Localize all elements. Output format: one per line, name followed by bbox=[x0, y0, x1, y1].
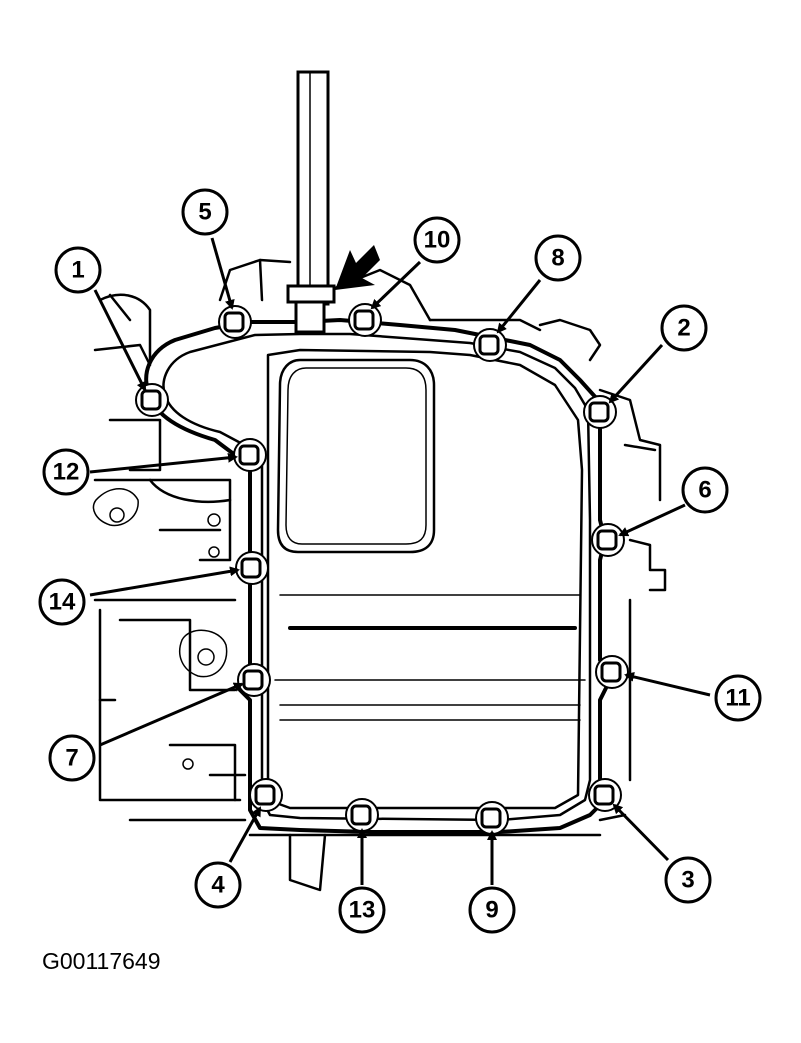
bolt-heads bbox=[135, 303, 629, 835]
leader-6 bbox=[618, 503, 686, 537]
leader-lines bbox=[89, 237, 711, 885]
callout-label: 9 bbox=[485, 897, 498, 924]
callout-12: 12 bbox=[42, 448, 90, 496]
callout-label: 6 bbox=[698, 477, 711, 504]
figure-code: G00117649 bbox=[42, 948, 161, 974]
bolt-7 bbox=[237, 663, 271, 697]
callout-2: 2 bbox=[660, 304, 708, 352]
callout-label: 11 bbox=[725, 685, 750, 712]
pointer-arrow bbox=[335, 245, 380, 290]
callout-label: 1 bbox=[71, 257, 84, 284]
valve-body-pan bbox=[144, 318, 612, 834]
callout-label: 3 bbox=[681, 867, 694, 894]
leader-14 bbox=[89, 566, 240, 597]
callout-label: 7 bbox=[65, 745, 78, 772]
callout-4: 4 bbox=[194, 861, 242, 909]
bolt-2 bbox=[583, 395, 617, 429]
callout-3: 3 bbox=[664, 856, 712, 904]
bolt-6 bbox=[591, 523, 625, 557]
bolt-5 bbox=[218, 305, 252, 339]
leader-4 bbox=[228, 806, 262, 863]
bolt-8 bbox=[473, 328, 507, 362]
bolt-14 bbox=[235, 551, 269, 585]
callout-9: 9 bbox=[468, 886, 516, 934]
callout-6: 6 bbox=[681, 466, 729, 514]
leader-5 bbox=[210, 237, 235, 310]
callout-5: 5 bbox=[181, 188, 229, 236]
bolt-4 bbox=[249, 778, 283, 812]
bolt-13 bbox=[345, 798, 379, 832]
bolt-11 bbox=[595, 655, 629, 689]
leader-7 bbox=[99, 682, 244, 747]
callout-label: 14 bbox=[49, 589, 76, 616]
leader-1 bbox=[93, 289, 147, 392]
bolt-1 bbox=[135, 383, 169, 417]
callout-1: 1 bbox=[54, 246, 102, 294]
callout-label: 8 bbox=[551, 245, 564, 272]
callout-14: 14 bbox=[38, 578, 86, 626]
filler-tube bbox=[286, 70, 336, 334]
bolt-10 bbox=[348, 303, 382, 337]
callout-label: 5 bbox=[198, 199, 211, 226]
transmission-case-outline bbox=[92, 258, 667, 892]
leader-3 bbox=[612, 803, 670, 862]
callout-label: 2 bbox=[677, 315, 690, 342]
callout-label: 13 bbox=[349, 897, 376, 924]
callouts: 1 2 3 4 5 6 7 8 9 10 11 12 13 14 bbox=[38, 188, 762, 934]
leader-11 bbox=[624, 671, 711, 697]
callout-label: 10 bbox=[424, 227, 451, 254]
leader-12 bbox=[89, 452, 238, 474]
callout-13: 13 bbox=[338, 886, 386, 934]
callout-8: 8 bbox=[534, 234, 582, 282]
bolt-3 bbox=[588, 778, 622, 812]
callout-7: 7 bbox=[48, 734, 96, 782]
callout-label: 4 bbox=[211, 872, 225, 899]
leader-10 bbox=[370, 260, 422, 310]
leader-8 bbox=[496, 279, 542, 334]
callout-label: 12 bbox=[53, 459, 80, 486]
leader-2 bbox=[608, 343, 664, 404]
bolt-9 bbox=[475, 801, 509, 835]
callout-11: 11 bbox=[714, 674, 762, 722]
callout-10: 10 bbox=[413, 216, 461, 264]
bolt-12 bbox=[233, 438, 267, 472]
